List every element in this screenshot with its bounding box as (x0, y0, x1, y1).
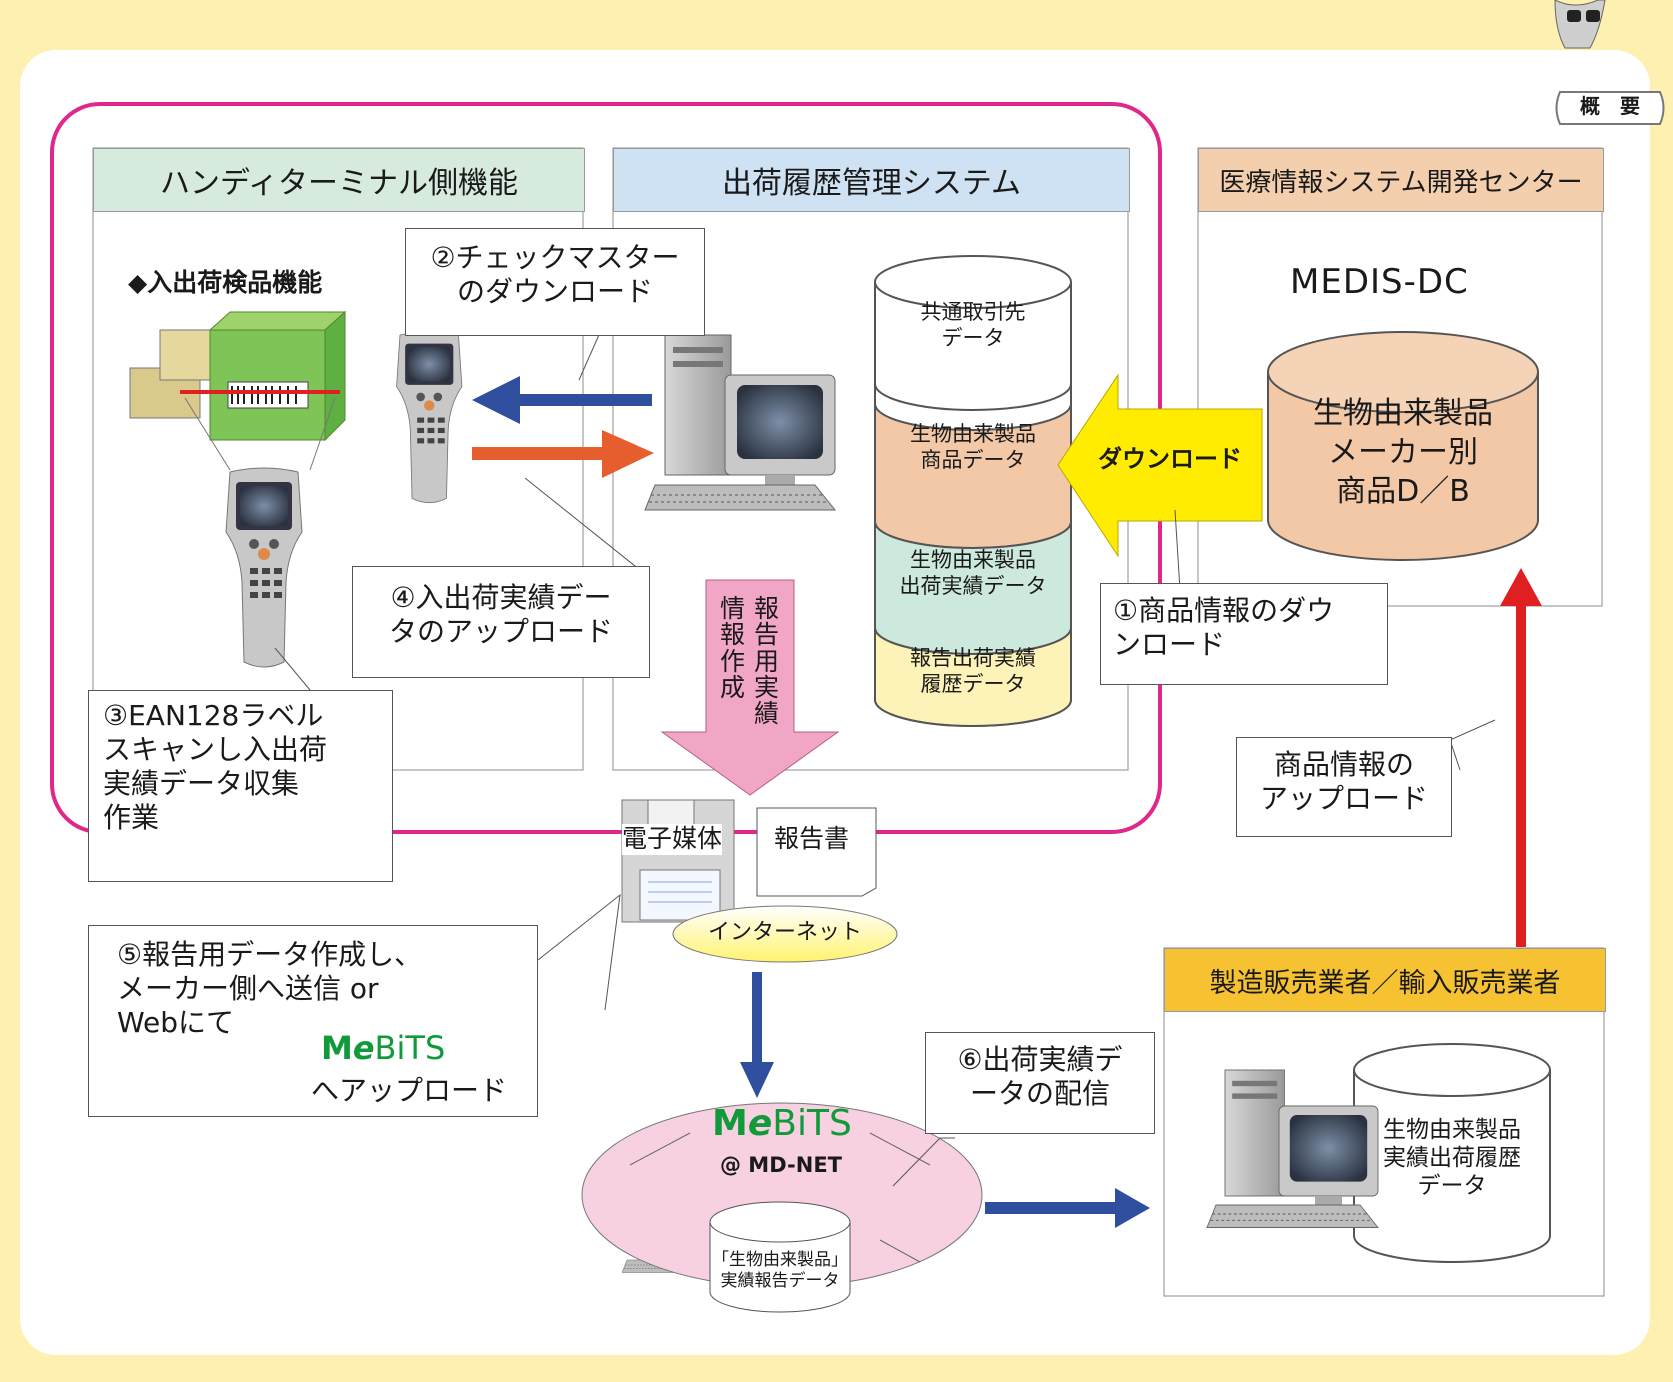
callout-4-text: ④入出荷実績デー タのアップロード (388, 581, 613, 649)
internet-label: インターネット (707, 920, 862, 945)
logo-bits: BiTS (374, 1029, 446, 1067)
system-panel-title: 出荷履歴管理システム (721, 166, 1022, 201)
mebits-logo: MeBiTS (712, 1102, 852, 1146)
overview-badge: 概 要 (1580, 94, 1640, 118)
callout-ean128-scan: ③EAN128ラベル スキャンし入出荷 実績データ収集 作業 (88, 690, 393, 882)
system-panel-header: 出荷履歴管理システム (613, 148, 1130, 212)
db-report-history-data: 報告出荷実績 履歴データ (910, 646, 1036, 696)
callout-report-creation: ⑤報告用データ作成し、 メーカー側へ送信 or Webにて MeBiTS へアッ… (88, 925, 538, 1117)
db-bio-product-data: 生物由来製品 商品データ (910, 422, 1036, 472)
callout-check-master-download: ②チェックマスター のダウンロード (405, 228, 705, 336)
mebits-logo-e: e (747, 1103, 773, 1144)
logo-m: M (321, 1029, 353, 1067)
maker-panel-header: 製造販売業者／輸入販売業者 (1164, 948, 1606, 1012)
db-maker-history: 生物由来製品 実績出荷履歴 データ (1383, 1117, 1521, 1200)
callout-shipment-upload: ④入出荷実績デー タのアップロード (352, 566, 650, 678)
callout-product-info-download: ①商品情報のダウ ンロード (1100, 583, 1388, 685)
medis-dc-label: MEDIS-DC (1290, 262, 1469, 302)
inspection-function-label: ◆入出荷検品機能 (128, 268, 323, 297)
callout-shipment-distribution: ⑥出荷実績デ ータの配信 (925, 1032, 1155, 1134)
handy-panel-header: ハンディターミナル側機能 (93, 148, 585, 212)
callout-2-text: ②チェックマスター のダウンロード (430, 241, 680, 309)
report-document-label: 報告書 (774, 824, 850, 853)
callout-product-info-upload: 商品情報の アップロード (1236, 737, 1452, 837)
db-mebits-report: 「生物由来製品」 実績報告データ (712, 1250, 848, 1291)
callout-5-text: ⑤報告用データ作成し、 メーカー側へ送信 or Webにて (117, 938, 423, 1040)
db-common-trading-partner: 共通取引先 データ (920, 300, 1026, 350)
download-arrow-label: ダウンロード (1098, 445, 1242, 473)
handy-panel-title: ハンディターミナル側機能 (160, 166, 518, 201)
maker-panel-title: 製造販売業者／輸入販売業者 (1209, 967, 1561, 999)
medis-panel-header: 医療情報システム開発センター (1198, 148, 1604, 212)
md-net-label: @ MD-NET (720, 1153, 842, 1177)
report-arrow-label-col2: 情報作成 (720, 594, 746, 702)
report-arrow-label-col1: 報告用実績 (754, 594, 780, 728)
callout-upload-text: 商品情報の アップロード (1259, 748, 1428, 816)
logo-e: e (352, 1029, 375, 1067)
callout-1-text: ①商品情報のダウ ンロード (1113, 594, 1335, 662)
electronic-media-label: 電子媒体 (622, 824, 723, 855)
mebits-logo-bits: BiTS (772, 1103, 852, 1144)
db-bio-shipment-data: 生物由来製品 出荷実績データ (899, 548, 1047, 598)
medis-panel-title: 医療情報システム開発センター (1219, 167, 1583, 198)
callout-5-text-end: へアップロード (311, 1074, 508, 1107)
callout-6-text: ⑥出荷実績デ ータの配信 (957, 1043, 1123, 1111)
callout-5-mebits-logo: MeBiTS (321, 1029, 445, 1068)
callout-3-text: ③EAN128ラベル スキャンし入出荷 実績データ収集 作業 (103, 699, 328, 835)
mebits-logo-m: M (712, 1103, 748, 1144)
db-medis-product: 生物由来製品 メーカー別 商品D／B (1313, 396, 1493, 509)
